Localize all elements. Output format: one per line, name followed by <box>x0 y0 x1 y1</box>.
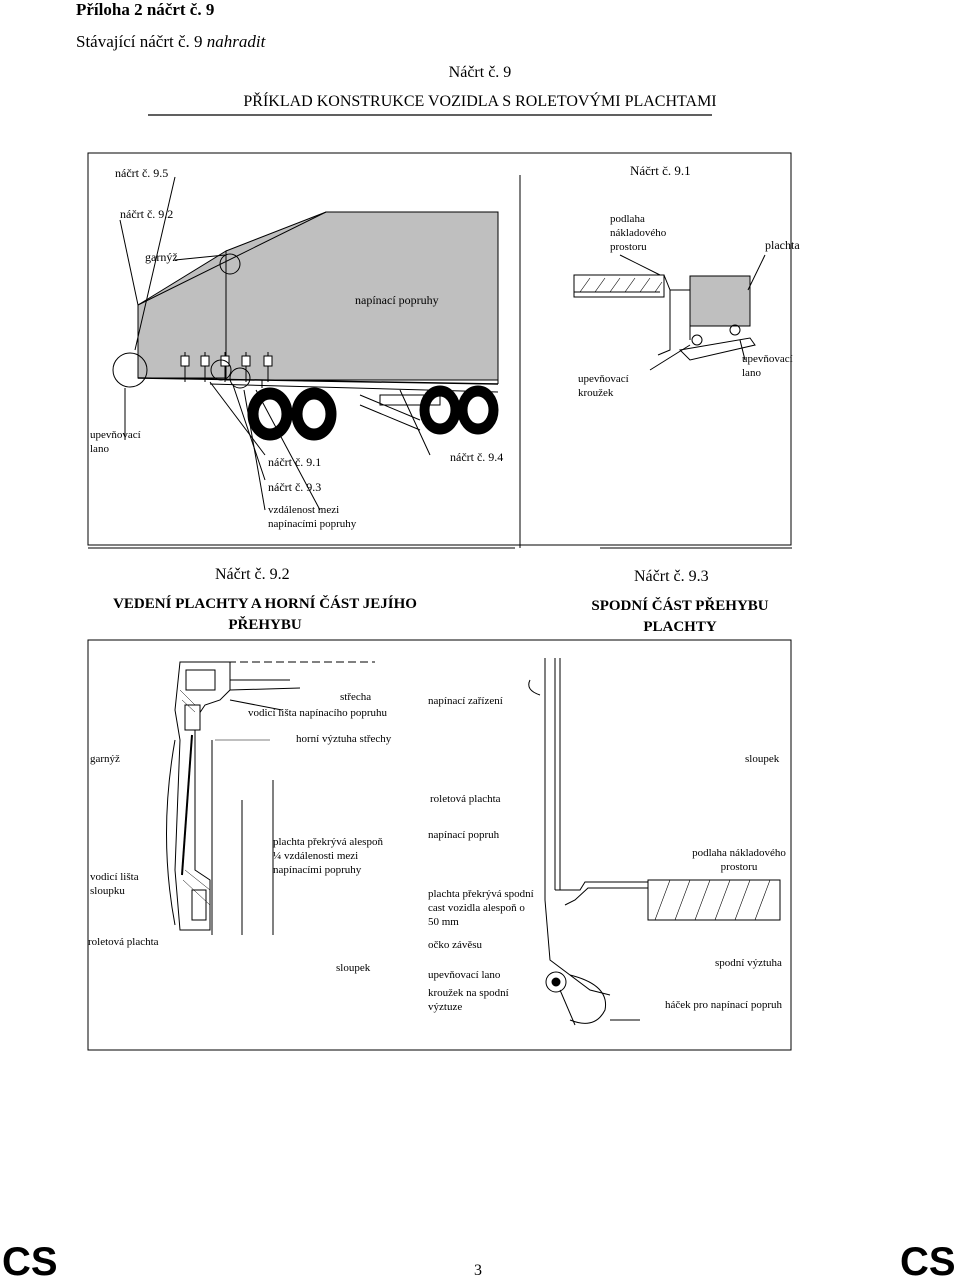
label-roletova-plachta-mid: roletová plachta <box>430 793 501 805</box>
label-napinaci-popruh: napínací popruh <box>428 829 500 841</box>
label-napinaci-popruhy: napínací popruhy <box>355 293 439 307</box>
label-podlaha-bottom: podlaha nákladového prostoru <box>692 847 786 873</box>
page-title: PŘÍKLAD KONSTRUKCE VOZIDLA S ROLETOVÝMI … <box>243 93 717 110</box>
label-ocko-zavesu: očko závěsu <box>428 939 483 951</box>
sketch-number: Náčrt č. 9 <box>448 64 512 81</box>
label-krouzek: kroužek na spodní výztuze <box>428 987 509 1013</box>
annex-heading: Příloha 2 náčrt č. 9 <box>76 0 215 19</box>
label-plachta-prekryva-2: plachta překrývá spodní cast vozidla ale… <box>428 888 534 928</box>
replace-note: Stávající náčrt č. 9 nahradit <box>76 32 265 52</box>
label-upevnovaci-lano-right: upevňovací lano <box>742 353 793 379</box>
label-upevnovaci-lano-left: upevňovací lano <box>90 429 141 455</box>
label-upevnovaci-krouzek: upevňovací kroužek <box>578 373 629 399</box>
sketch-91-label: Náčrt č. 9.1 <box>630 163 691 178</box>
detail-93-drawing <box>528 658 781 1026</box>
bottom-panel-frame <box>87 639 792 1051</box>
top-panel-frame <box>87 152 792 546</box>
label-vodici-lista-popruhu: vodicí lišta napínacího popruhu <box>248 707 387 719</box>
detail-92-drawing <box>166 661 375 935</box>
page-number: 3 <box>474 1262 482 1279</box>
label-upevnovaci-lano: upevňovací lano <box>428 969 501 981</box>
label-podlaha: podlaha nákladového prostoru <box>610 213 667 253</box>
label-ref-92: náčrt č. 9.2 <box>120 207 174 221</box>
label-vzdalenost: vzdálenost mezi napínacími popruhy <box>268 504 357 530</box>
section-93-title: SPODNÍ ČÁST PŘEHYBU PLACHTY <box>591 598 769 635</box>
label-roletova-plachta-left: roletová plachta <box>88 936 159 948</box>
label-sloupek-right: sloupek <box>745 753 780 765</box>
label-ref-94: náčrt č. 9.4 <box>450 450 504 464</box>
truck-illustration <box>112 175 521 548</box>
label-plachta: plachta <box>765 238 800 252</box>
label-plachta-prekryva-1: plachta překrývá alespoň ¼ vzdálenosti m… <box>273 836 383 876</box>
label-hacek: háček pro napínací popruh <box>665 999 782 1011</box>
label-strecha: střecha <box>340 691 372 703</box>
label-vodici-lista-sloupku: vodicí lišta sloupku <box>90 871 139 897</box>
replace-prefix: Stávající náčrt č. 9 <box>76 32 203 51</box>
footer-cs-right: CS <box>900 1240 956 1284</box>
label-sloupek-mid: sloupek <box>336 962 371 974</box>
footer-cs-left: CS <box>2 1240 58 1284</box>
replace-suffix: nahradit <box>206 32 266 51</box>
label-ref-91: náčrt č. 9.1 <box>268 455 322 469</box>
label-ref-95: náčrt č. 9.5 <box>115 166 169 180</box>
section-93-label: Náčrt č. 9.3 <box>634 568 709 585</box>
section-92-title: VEDENÍ PLACHTY A HORNÍ ČÁST JEJÍHO PŘEHY… <box>113 596 417 633</box>
label-garnyz: garnýž <box>145 250 178 264</box>
label-napinaci-zarizeni: napínací zařízení <box>428 695 503 707</box>
label-garnyz-bottom: garnýž <box>90 753 120 765</box>
detail-91-drawing <box>573 254 766 371</box>
label-ref-93: náčrt č. 9.3 <box>268 480 322 494</box>
section-92-label: Náčrt č. 9.2 <box>215 566 290 583</box>
label-spodni-vyztuha: spodní výztuha <box>715 957 782 969</box>
label-horni-vyztuha: horní výztuha střechy <box>296 733 392 745</box>
